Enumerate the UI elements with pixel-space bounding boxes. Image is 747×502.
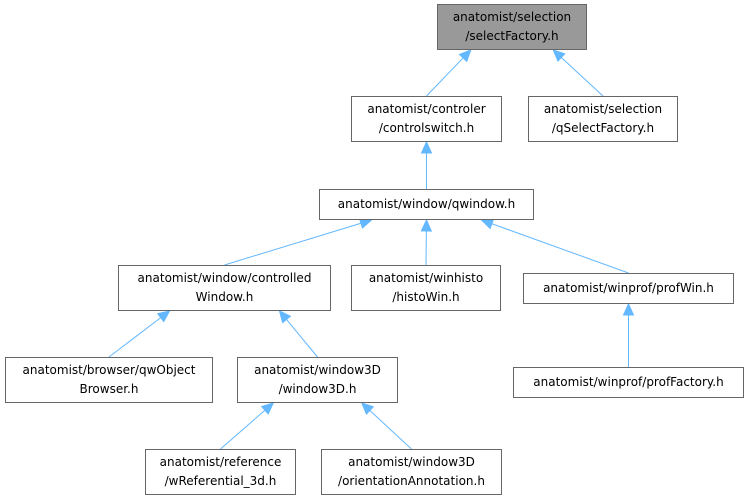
arrowhead <box>278 310 292 324</box>
current-file-node: anatomist/selection/selectFactory.h <box>437 4 587 50</box>
file-node[interactable]: anatomist/selection/qSelectFactory.h <box>528 96 678 142</box>
node-label-line: Browser.h <box>79 382 139 396</box>
file-node[interactable]: anatomist/winprof/profFactory.h <box>513 367 744 398</box>
file-node[interactable]: anatomist/reference/wReferential_3d.h <box>145 449 296 495</box>
arrowhead <box>622 302 635 316</box>
node-label-line: /wReferential_3d.h <box>164 474 277 488</box>
node-label-line: /qSelectFactory.h <box>551 121 655 135</box>
arrowhead <box>552 49 566 63</box>
file-node[interactable]: anatomist/controler/controlswitch.h <box>351 96 502 142</box>
node-label-line: anatomist/selection <box>452 10 572 24</box>
node-label-line: anatomist/browser/qwObject <box>22 363 196 377</box>
node-label-line: anatomist/controler <box>367 102 486 116</box>
arrowhead <box>360 402 375 416</box>
dependency-edge <box>220 409 266 450</box>
dependency-edge <box>286 319 318 358</box>
dependency-edge <box>491 223 629 274</box>
dependency-edge <box>108 317 162 358</box>
file-node[interactable]: anatomist/window3D/orientationAnnotation… <box>321 449 502 495</box>
node-label-line: /orientationAnnotation.h <box>338 474 485 488</box>
arrowhead <box>420 140 433 154</box>
node-label-line: /selectFactory.h <box>465 29 559 43</box>
dependency-edge <box>560 57 604 97</box>
arrowhead <box>458 49 472 63</box>
arrowhead <box>420 218 433 232</box>
node-label-line: /controlswitch.h <box>378 121 475 135</box>
arrowhead <box>480 218 495 230</box>
node-label-line: anatomist/winhisto <box>368 271 484 285</box>
dependency-edge <box>426 57 464 97</box>
node-label-line: anatomist/winprof/profFactory.h <box>533 375 724 389</box>
dependency-edge <box>224 222 362 266</box>
file-node[interactable]: anatomist/window/qwindow.h <box>319 189 534 220</box>
arrowhead <box>260 402 275 415</box>
file-node[interactable]: anatomist/winhisto/histoWin.h <box>351 265 501 311</box>
node-label-line: anatomist/window3D <box>348 455 475 469</box>
node-label-line: anatomist/window/controlled <box>137 271 312 285</box>
arrowhead <box>156 310 171 323</box>
node-label-line: /histoWin.h <box>392 290 460 304</box>
node-label-line: anatomist/winprof/profWin.h <box>543 281 714 295</box>
node-label-line: Window.h <box>195 290 254 304</box>
node-label-line: /window3D.h <box>278 382 357 396</box>
dependency-edge <box>369 410 412 450</box>
file-node[interactable]: anatomist/winprof/profWin.h <box>523 273 734 304</box>
node-label-line: anatomist/reference <box>159 455 282 469</box>
node-label-line: anatomist/window3D <box>254 363 381 377</box>
node-label-line: anatomist/selection <box>543 102 663 116</box>
node-label-line: anatomist/window/qwindow.h <box>337 197 516 211</box>
file-node[interactable]: anatomist/window3D/window3D.h <box>237 357 398 403</box>
